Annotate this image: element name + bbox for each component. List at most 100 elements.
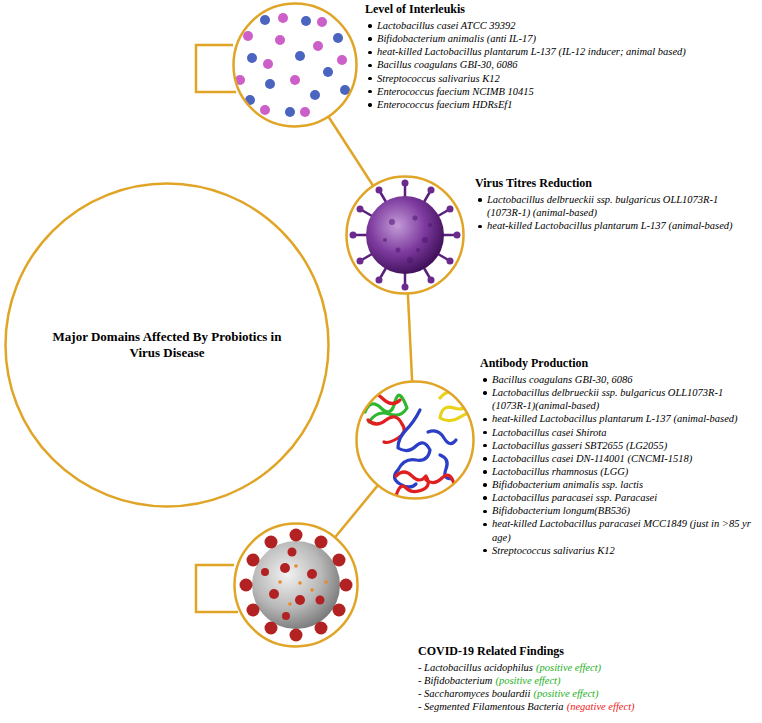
text-line: - Lactobacillus acidophilus(positive eff…: [418, 661, 748, 674]
section-heading: COVID-19 Related Findings: [418, 644, 564, 658]
connector-band: [329, 117, 373, 185]
list-item: Lactobacillus casei DN-114001 (CNCMI-151…: [492, 453, 692, 464]
text-line: Lactobacillus casei Shirota: [480, 426, 755, 439]
virus-texture: [416, 248, 420, 252]
virus-spike: [353, 183, 457, 287]
blue-dot: [285, 107, 295, 117]
corona-spike: [240, 529, 353, 642]
pink-dot: [275, 35, 285, 45]
protein-ribbon: [396, 472, 428, 496]
blue-dot: [333, 33, 343, 43]
blue-dot: [247, 53, 257, 63]
text-line: Lactobacillus delbrueckii ssp. bulgaricu…: [480, 386, 755, 412]
virus-spike-knob: [376, 277, 383, 284]
bracket-line: [196, 565, 238, 612]
text-line: Level of Interleukis: [365, 2, 690, 17]
virus-spike-knob: [350, 232, 357, 239]
virus-texture: [407, 257, 413, 263]
list-item: Lactobacillus rhamnosus (LGG): [492, 466, 628, 477]
text-column: Level of InterleukisLactobacillus casei …: [365, 2, 690, 111]
text-line: heat-killed Lactobacillus plantarum L-13…: [480, 412, 755, 425]
topic-circle: Level of InterleukisLactobacillus casei …: [232, 2, 358, 128]
blue-dot: [245, 15, 350, 117]
diagram-title: Major Domains Affected By Probiotics in …: [53, 329, 282, 360]
blue-dot: [323, 67, 333, 77]
text-line: Lactobacillus paracasei ssp. Paracasei: [480, 491, 755, 504]
pink-dot: [317, 17, 327, 27]
pink-dot: [313, 41, 323, 51]
topic-circle: COVID-19 Related Findings- Lactobacillus…: [233, 522, 359, 648]
text-line: Bacillus coagulans GBI-30, 6086: [480, 373, 755, 386]
corona-dot: [278, 580, 282, 584]
text-line: Lactobacillus casei ATCC 39392: [365, 19, 690, 32]
list-item: Lactobacillus casei ATCC 39392: [377, 20, 516, 31]
list-item: Lactobacillus casei Shirota: [492, 427, 607, 438]
corona-dot: [324, 580, 328, 584]
corona-spike: [261, 568, 269, 576]
protein-ribbon: [362, 393, 404, 443]
corona-spike: [340, 579, 353, 592]
protein-ribbon: [426, 475, 454, 484]
corona-stalk: [246, 535, 346, 635]
list-item: Bacillus coagulans GBI-30, 6086: [492, 374, 633, 385]
text-line: Bifidobacterium longum(BB536): [480, 504, 755, 517]
section-heading: Antibody Production: [480, 356, 588, 370]
bracket: [196, 45, 238, 612]
protein-ribbon: [428, 431, 456, 479]
list-item: Streptococcus salivarius K12: [377, 73, 500, 84]
effect-note: (positive effect): [496, 675, 561, 686]
blue-dot: [295, 51, 305, 61]
list-item: heat-killed Lactobacillus paracasei MCC1…: [492, 518, 751, 542]
corona-spike: [290, 629, 303, 642]
circle-border: [357, 382, 474, 499]
list-item: Bifidobacterium animalis (anti IL-17): [377, 33, 536, 44]
list-item: Bacillus coagulans GBI-30, 6086: [377, 59, 518, 70]
virus-illustration: [350, 180, 461, 291]
list-item: Bifidobacterium longum(BB536): [492, 505, 630, 516]
corona-spike: [265, 536, 278, 549]
interleukin-dots: [235, 13, 350, 117]
virus-texture: [422, 237, 428, 243]
circle-border: [235, 524, 358, 647]
bracket-line: [196, 45, 236, 92]
list-item: - Lactobacillus acidophilus: [418, 662, 533, 673]
pink-dot: [290, 75, 300, 85]
pink-dot: [337, 55, 347, 65]
corona-spike: [295, 595, 305, 605]
corona-spike: [307, 569, 317, 579]
list-item: Lactobacillus gasseri SBT2655 (LG2055): [492, 440, 667, 451]
list-item: Lactobacillus delbrueckii ssp. bulgaricu…: [492, 387, 723, 411]
list-item: - Bifidobacterium: [418, 675, 492, 686]
virus-spike-knob: [350, 180, 461, 291]
pink-dot: [263, 59, 273, 69]
text-column: Antibody ProductionBacillus coagulans GB…: [480, 356, 755, 557]
text-line: - Bifidobacterium (positive effect): [418, 674, 748, 687]
list-item: heat-killed Lactobacillus plantarum L-13…: [492, 413, 738, 424]
circle-outline: [232, 2, 358, 128]
list-item: heat-killed Lactobacillus plantarum L-13…: [377, 46, 686, 57]
corona-spike: [280, 563, 290, 573]
effect-note: (positive effect): [536, 662, 601, 673]
virus-texture: [428, 223, 432, 227]
text-line: Virus Titres Reduction: [475, 176, 755, 191]
circle-border: [347, 177, 464, 294]
corona-dot: [288, 602, 292, 606]
blue-dot: [310, 90, 320, 100]
pink-dot: [243, 31, 253, 41]
list-item: Lactobacillus delbrueckii ssp. bulgaricu…: [487, 194, 718, 218]
corona-spike: [269, 589, 279, 599]
corona-spike: [290, 529, 303, 542]
corona-spike: [315, 536, 328, 549]
corona-spike: [240, 579, 253, 592]
text-line: Streptococcus salivarius K12: [480, 544, 755, 557]
coronavirus-illustration: [240, 529, 353, 642]
circle-border: [6, 184, 329, 507]
text-line: Antibody Production: [480, 356, 755, 371]
virus-spike-knob: [376, 187, 383, 194]
virus-texture: [389, 219, 395, 225]
virus-texture: [383, 238, 387, 242]
pink-dot: [235, 13, 347, 117]
text-line: Streptococcus salivarius K12: [365, 72, 690, 85]
corona-dot: [294, 564, 298, 568]
blue-dot: [301, 16, 311, 26]
